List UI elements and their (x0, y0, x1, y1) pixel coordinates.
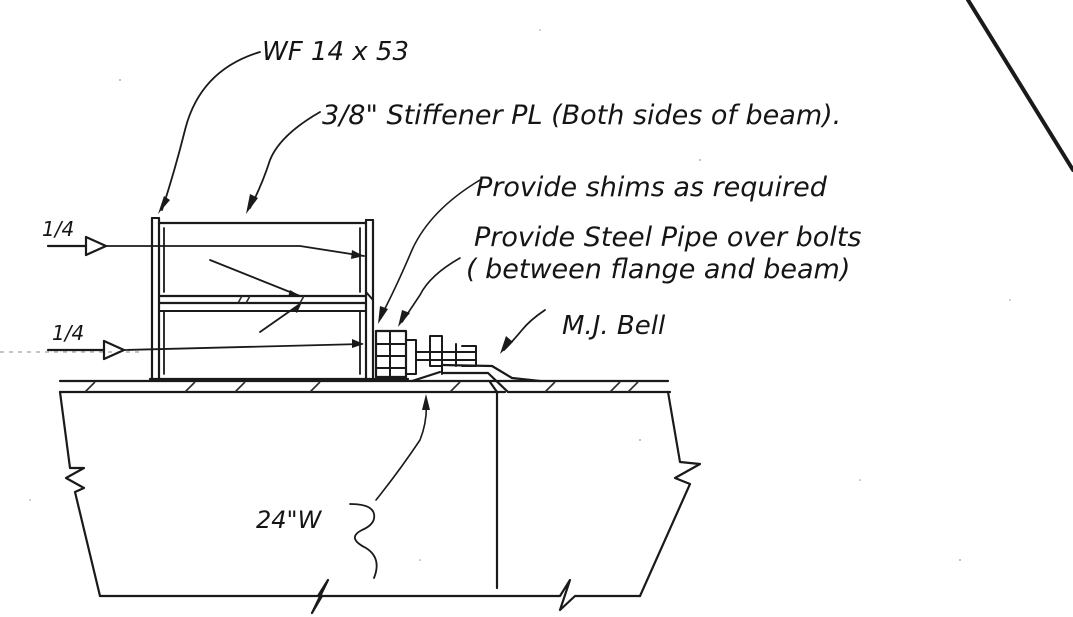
label-weld-bottom: 1/4 (52, 321, 84, 345)
label-stiffener: 3/8" Stiffener PL (Both sides of beam). (322, 100, 841, 131)
bolt-assembly (374, 329, 477, 379)
label-width: 24"W (256, 506, 323, 534)
wide-flange-beam (148, 216, 410, 381)
label-mj-bell: M.J. Bell (562, 311, 666, 341)
weld-symbol-top (46, 235, 365, 297)
leader-lines (158, 51, 546, 579)
label-beam-size: WF 14 x 53 (262, 37, 409, 67)
label-shims: Provide shims as required (476, 172, 828, 203)
label-pipe-line1: Provide Steel Pipe over bolts (474, 222, 861, 253)
pipe-section (58, 379, 702, 615)
scan-noise (29, 29, 1011, 561)
label-weld-top: 1/4 (42, 217, 74, 241)
mj-bell (410, 363, 542, 394)
label-pipe-line2: ( between flange and beam) (466, 254, 850, 285)
weld-symbol-bottom (46, 302, 364, 361)
sheet-border-line (966, 0, 1073, 172)
